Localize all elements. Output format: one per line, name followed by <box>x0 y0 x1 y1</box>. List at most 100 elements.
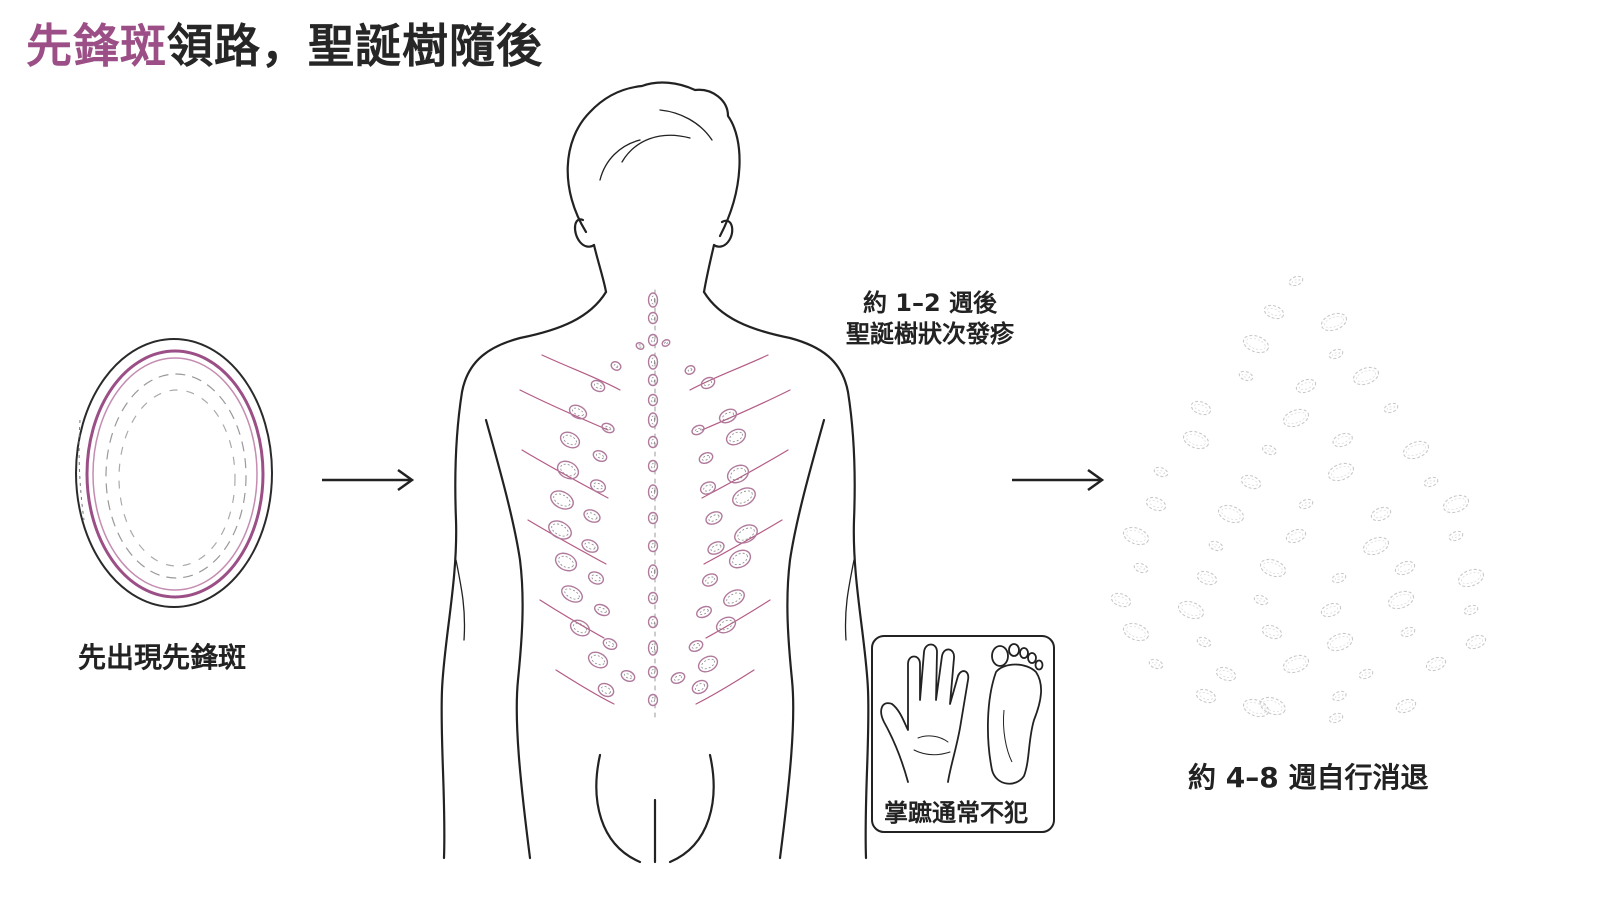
lesion-inner <box>703 380 713 386</box>
lesion <box>583 509 601 523</box>
lesion <box>647 354 659 370</box>
lesion-inner <box>1356 369 1376 383</box>
lesion-inner <box>1323 605 1339 615</box>
lesion-inner <box>694 427 702 433</box>
lesion <box>718 408 738 424</box>
faded-lesion <box>1328 712 1344 724</box>
resolution-label: 約 4–8 週自行消退 <box>1188 761 1429 794</box>
page-title: 先鋒斑領路，聖誕樹隨後 <box>26 14 543 78</box>
lesion <box>561 585 583 603</box>
lesion-inner <box>651 697 655 703</box>
faded-lesion <box>1242 334 1270 354</box>
lesion-inner <box>651 463 655 469</box>
lesion-inner <box>1262 699 1283 713</box>
lesion <box>670 671 686 685</box>
title-rest: 領路，聖誕樹隨後 <box>167 19 543 73</box>
lesion-inner <box>687 368 693 372</box>
lesion-inner <box>1373 509 1389 519</box>
faded-lesion <box>1362 536 1390 556</box>
lesion-inner <box>651 337 655 343</box>
lesion-inner <box>1426 479 1436 485</box>
lesion <box>647 539 659 553</box>
faded-lesion <box>1285 528 1307 544</box>
lesion <box>684 365 696 375</box>
sole-icon <box>987 643 1044 785</box>
lesion <box>700 376 716 390</box>
lesion-inner <box>722 411 734 421</box>
faded-lesion <box>1463 604 1479 616</box>
lesion-inner <box>1286 411 1306 425</box>
faded-lesion <box>1182 430 1210 450</box>
lesion-inner <box>1406 443 1426 457</box>
lesion-inner <box>1286 657 1306 671</box>
faded-lesion <box>1217 504 1245 524</box>
faded-lesion <box>1215 666 1237 682</box>
lesion <box>592 449 608 463</box>
lesion <box>610 361 622 371</box>
lesion-inner <box>572 407 584 417</box>
lesion-inner <box>1361 671 1371 677</box>
lesion <box>688 639 704 653</box>
faded-lesion <box>1298 498 1314 510</box>
faded-lesion <box>1153 466 1169 478</box>
lesion-inner <box>564 588 580 600</box>
lesion-inner <box>584 542 596 550</box>
lesion <box>587 571 605 585</box>
lesion <box>597 682 615 698</box>
lesion-inner <box>1391 593 1411 607</box>
lesion <box>548 520 572 540</box>
lesion-inner <box>1148 499 1164 509</box>
faded-lesion <box>1442 494 1470 514</box>
lesion <box>581 539 599 553</box>
lesion-inner <box>1198 691 1214 701</box>
lesion-inner <box>737 527 755 541</box>
lesion-inner <box>651 439 655 445</box>
faded-lesion <box>1196 570 1218 586</box>
faded-lesion <box>1295 378 1317 394</box>
faded-lesion <box>1326 632 1354 652</box>
faded-lesion <box>1122 622 1150 642</box>
lesion <box>661 339 671 347</box>
lesion <box>647 393 659 407</box>
lesion-inner <box>1199 639 1209 645</box>
arrow-right-icon <box>1012 468 1105 492</box>
lesion-inner <box>593 482 603 490</box>
lesion-inner <box>1291 278 1301 284</box>
lesion-inner <box>1243 477 1259 487</box>
faded-lesion <box>1383 402 1399 414</box>
lesion-inner <box>701 455 711 461</box>
lesion-inner <box>1330 635 1350 649</box>
lesion <box>556 460 580 480</box>
lesion-inner <box>1446 497 1466 511</box>
lesion-inner <box>1428 659 1444 669</box>
lesion <box>728 549 752 569</box>
lesion <box>587 651 609 669</box>
lesion-inner <box>1451 533 1461 539</box>
lesion-inner <box>1398 701 1414 711</box>
lesion-inner <box>701 658 715 670</box>
lesion-inner <box>1126 529 1146 543</box>
faded-lesion <box>1288 275 1304 287</box>
lesion-inner <box>558 555 574 569</box>
faded-lesions <box>1110 275 1487 724</box>
lesion <box>594 603 610 617</box>
lesion <box>732 487 756 507</box>
lesion-inner <box>651 397 655 403</box>
faded-lesion <box>1148 658 1164 670</box>
lesion-inner <box>1331 465 1351 479</box>
lesion-inner <box>1366 539 1386 553</box>
lesion-inner <box>1335 435 1350 445</box>
faded-lesion <box>1394 560 1416 576</box>
lesion-inner <box>651 415 655 425</box>
lesion <box>647 435 659 449</box>
lesion <box>647 693 659 707</box>
faded-lesion <box>1448 530 1464 542</box>
lesion-inner <box>560 463 576 477</box>
lesion-inner <box>1335 693 1344 699</box>
lesion <box>647 373 659 387</box>
faded-lesion <box>1282 408 1310 428</box>
faded-lesion <box>1331 572 1347 584</box>
lesion-inner <box>651 515 655 521</box>
faded-lesion <box>1259 558 1287 578</box>
